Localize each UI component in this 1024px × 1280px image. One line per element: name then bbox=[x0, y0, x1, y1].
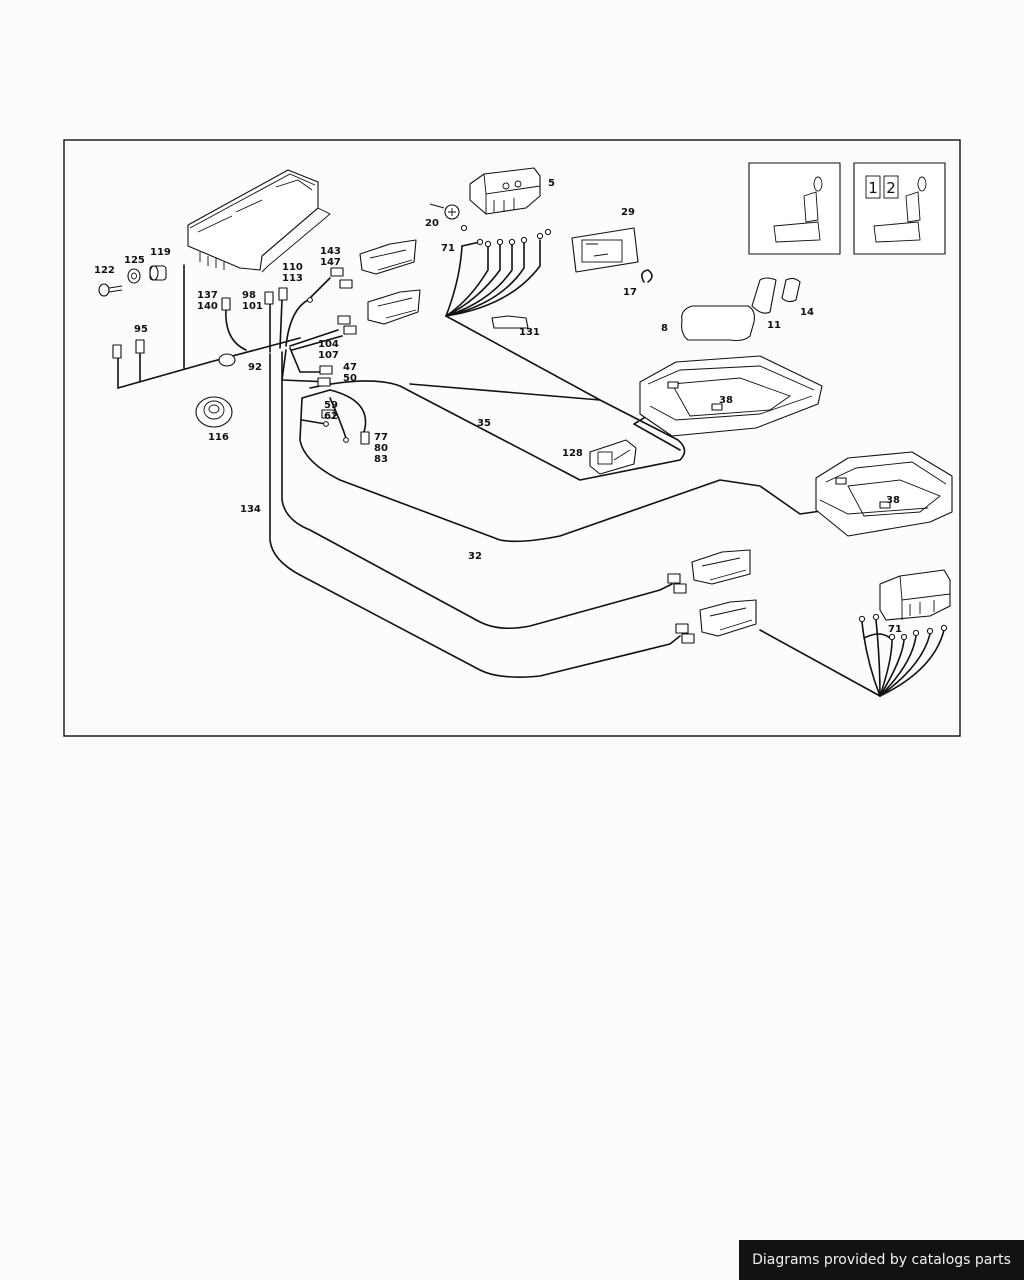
grommet-116 bbox=[195, 396, 233, 428]
switch-plate-29 bbox=[571, 227, 639, 273]
connector-137 bbox=[221, 297, 231, 311]
callout-137: 137 bbox=[197, 290, 218, 301]
switch-module-5 bbox=[469, 167, 541, 215]
footer-credit: Diagrams provided by catalogs parts bbox=[739, 1240, 1024, 1280]
callout-95: 95 bbox=[134, 324, 148, 335]
washer-125 bbox=[127, 268, 141, 284]
callout-8: 8 bbox=[661, 323, 668, 334]
callout-92: 92 bbox=[248, 362, 262, 373]
callout-59: 59 bbox=[324, 400, 338, 411]
inset-seat-single bbox=[748, 162, 841, 255]
callout-83: 83 bbox=[374, 454, 388, 465]
pins-71-right bbox=[858, 613, 948, 641]
clip-17 bbox=[640, 269, 653, 283]
connector-47 bbox=[319, 365, 333, 375]
connector-143a bbox=[330, 267, 344, 277]
connector-77 bbox=[360, 431, 370, 445]
callout-38-lower: 38 bbox=[886, 495, 900, 506]
callout-119: 119 bbox=[150, 247, 171, 258]
callout-107: 107 bbox=[318, 350, 339, 361]
callout-113: 113 bbox=[282, 273, 303, 284]
plug-housing-lower-a bbox=[691, 549, 751, 585]
callout-104: 104 bbox=[318, 339, 339, 350]
callout-20: 20 bbox=[425, 218, 439, 229]
callout-17: 17 bbox=[623, 287, 637, 298]
screw-122 bbox=[98, 283, 123, 297]
grommet-92 bbox=[218, 353, 236, 367]
connector-143b bbox=[339, 279, 353, 289]
inset-digit-2: 2 bbox=[886, 179, 896, 197]
connector-59 bbox=[321, 409, 335, 419]
callout-11: 11 bbox=[767, 320, 781, 331]
screw-20 bbox=[429, 203, 460, 220]
module-right bbox=[879, 569, 951, 621]
connector-104a bbox=[337, 315, 351, 325]
callout-101: 101 bbox=[242, 301, 263, 312]
connector-98 bbox=[264, 291, 274, 305]
callout-29: 29 bbox=[621, 207, 635, 218]
wiring-harness bbox=[117, 239, 945, 697]
plug-housing-lower-b bbox=[699, 599, 757, 637]
callout-62: 62 bbox=[324, 411, 338, 422]
components bbox=[98, 167, 953, 637]
callout-98: 98 bbox=[242, 290, 256, 301]
callout-labels: 5 20 71 29 17 8 11 14 131 122 125 119 95… bbox=[94, 178, 902, 635]
callout-110: 110 bbox=[282, 262, 303, 273]
callout-5: 5 bbox=[548, 178, 555, 189]
plug-housing-upper bbox=[359, 239, 417, 275]
callout-125: 125 bbox=[124, 255, 145, 266]
plug-housing-middle bbox=[367, 289, 421, 325]
cushion-11 bbox=[751, 277, 777, 314]
callout-50: 50 bbox=[343, 373, 357, 384]
connector-50 bbox=[317, 377, 331, 387]
callout-140: 140 bbox=[197, 301, 218, 312]
washer-125-hole bbox=[131, 272, 137, 280]
connector-32 bbox=[667, 573, 681, 584]
callout-38-upper: 38 bbox=[719, 395, 733, 406]
connector-32b bbox=[673, 583, 687, 594]
callout-131: 131 bbox=[519, 327, 540, 338]
seat-pad-8 bbox=[681, 305, 755, 342]
callout-14: 14 bbox=[800, 307, 814, 318]
seat-frame-38-upper bbox=[639, 355, 823, 437]
inset-seat-memory: 1 2 bbox=[853, 162, 946, 255]
connectors bbox=[112, 224, 948, 644]
connector-134 bbox=[675, 623, 689, 634]
callout-71-right: 71 bbox=[888, 624, 902, 635]
callout-143: 143 bbox=[320, 246, 341, 257]
plug-119 bbox=[149, 265, 167, 281]
inset-digit-1: 1 bbox=[868, 179, 878, 197]
bracket-131 bbox=[491, 315, 529, 329]
callout-32: 32 bbox=[468, 551, 482, 562]
callout-47: 47 bbox=[343, 362, 357, 373]
connector-95b bbox=[135, 339, 145, 354]
connector-104b bbox=[343, 325, 357, 335]
seat-frame-38-lower bbox=[815, 451, 953, 537]
callout-77: 77 bbox=[374, 432, 388, 443]
diagram-frame bbox=[63, 139, 961, 737]
cushion-14 bbox=[781, 277, 801, 303]
control-unit bbox=[187, 169, 331, 273]
callout-71-left: 71 bbox=[441, 243, 455, 254]
callout-35: 35 bbox=[477, 418, 491, 429]
callout-128: 128 bbox=[562, 448, 583, 459]
callout-116: 116 bbox=[208, 432, 229, 443]
connector-110 bbox=[278, 287, 288, 301]
connector-134b bbox=[681, 633, 695, 644]
pins-71-left bbox=[460, 224, 552, 248]
callout-80: 80 bbox=[374, 443, 388, 454]
callout-134: 134 bbox=[240, 504, 261, 515]
callout-147: 147 bbox=[320, 257, 341, 268]
connector-95a bbox=[112, 344, 122, 359]
callout-122: 122 bbox=[94, 265, 115, 276]
switch-128 bbox=[589, 439, 637, 475]
